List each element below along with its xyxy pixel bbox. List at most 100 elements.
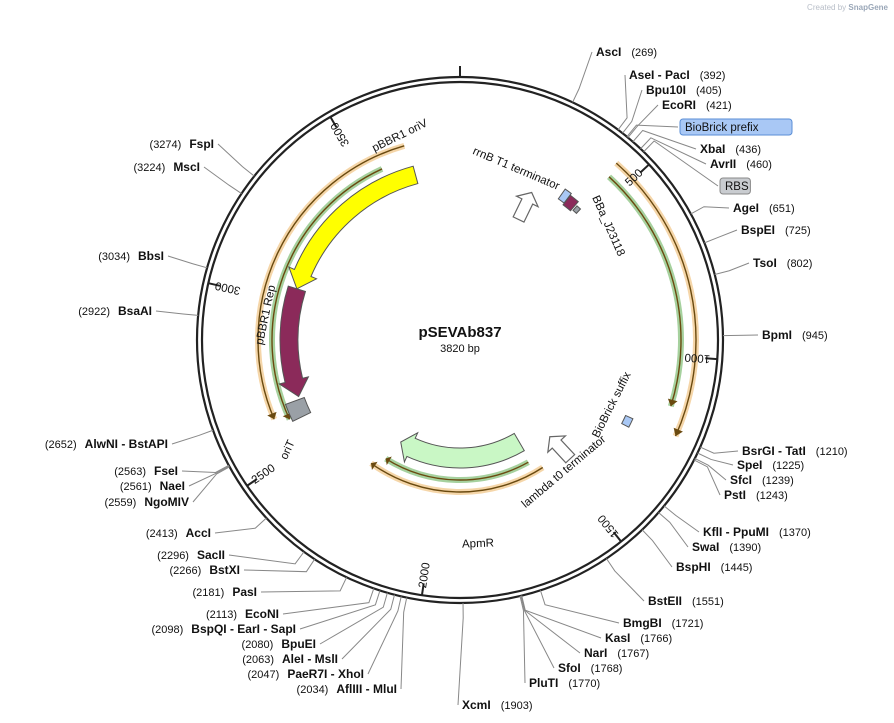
- site-bspqi-eari-sapi-leader: [299, 590, 381, 630]
- site-bpu10i-leader: [622, 89, 643, 134]
- site-acci-leader: [214, 517, 267, 534]
- feature-rbs-box: [572, 205, 582, 215]
- site-pasi-position: (2181): [193, 587, 225, 599]
- site-sfoi-name: SfoI: [558, 661, 581, 675]
- site-acci-position: (2413): [146, 528, 178, 540]
- feature-label-ampr: ApmR: [462, 537, 494, 550]
- site-swai: SwaI(1390): [658, 512, 761, 554]
- orf-track-arrowhead-3: [667, 398, 678, 407]
- site-naei-position: (2561): [120, 481, 152, 493]
- site-afliii-mlui-position: (2034): [297, 684, 329, 696]
- site-paer7i-xhoi-name: PaeR7I - XhoI: [287, 667, 364, 681]
- site-bspqi-eari-sapi-name: BspQI - EarI - SapI: [191, 622, 296, 636]
- site-bpuei-leader: [319, 592, 388, 645]
- site-biobrick-prefix-tag: [679, 118, 793, 136]
- site-avrii: AvrII(460): [640, 137, 772, 171]
- site-asei-paci: AseI - PacI(392): [617, 68, 725, 131]
- site-bsphi-leader: [641, 529, 673, 568]
- site-alwni-bstapi-name: AlwNI - BstAPI: [85, 437, 168, 451]
- site-bspqi-eari-sapi: BspQI - EarI - SapI(2098): [152, 590, 381, 636]
- orf-track-glow-3: [607, 174, 684, 408]
- site-xcmi: XcmI(1903): [457, 602, 532, 712]
- site-bsrgi-tati: BsrGI - TatI(1210): [700, 444, 848, 458]
- orf-track-1: [271, 168, 383, 420]
- site-ecori: EcoRI(421): [627, 98, 732, 138]
- site-pluti-name: PluTI: [529, 676, 558, 690]
- site-alei-msli-leader: [341, 594, 395, 660]
- site-kasi-position: (1766): [640, 633, 672, 645]
- site-rbs: RBS: [643, 140, 751, 195]
- backbone-inner: [200, 80, 720, 600]
- feature-ampr: [400, 431, 525, 469]
- site-fsei-leader: [181, 464, 230, 473]
- site-sfci-position: (1239): [762, 475, 794, 487]
- site-asei-paci-name: AseI - PacI: [629, 68, 690, 82]
- site-bbsi-name: BbsI: [138, 249, 164, 263]
- site-alei-msli-position: (2063): [242, 654, 274, 666]
- site-psti-position: (1243): [756, 490, 788, 502]
- site-bsaai: BsaAI(2922): [78, 304, 199, 318]
- site-bsteii-position: (1551): [692, 596, 724, 608]
- tick-3000: [208, 282, 221, 287]
- site-bstxi-leader: [243, 558, 316, 573]
- site-pasi-name: PasI: [232, 585, 257, 599]
- site-agei-name: AgeI: [733, 201, 759, 215]
- site-bspei-name: BspEI: [741, 223, 775, 237]
- site-kfli-ppumi-leader: [663, 505, 700, 533]
- site-sacii-leader: [228, 551, 305, 565]
- site-econi-leader: [282, 588, 375, 615]
- site-fspi-position: (3274): [150, 139, 182, 151]
- site-afliii-mlui-leader: [400, 597, 408, 690]
- site-bmgbi-leader: [539, 590, 620, 624]
- site-pluti-position: (1770): [568, 678, 600, 690]
- orf-track-4: [370, 462, 544, 493]
- tick-label-3000: 3000: [214, 279, 242, 296]
- plasmid-length: 3820 bp: [440, 343, 480, 355]
- orf-tracks: [255, 142, 699, 495]
- site-bbsi-leader: [167, 255, 208, 269]
- site-asci-name: AscI: [596, 45, 621, 59]
- restriction-sites: AscI(269)AseI - PacI(392)Bpu10I(405)EcoR…: [45, 45, 848, 712]
- site-afliii-mlui-name: AflIII - MluI: [336, 682, 397, 696]
- site-biobrick-prefix-label: BioBrick prefix: [685, 122, 759, 134]
- feature-biobrick-suffix: [621, 414, 634, 428]
- site-ngomiv: NgoMIV(2559): [105, 466, 230, 509]
- site-ngomiv-position: (2559): [105, 497, 137, 509]
- feature-pbbr1-rep: [278, 285, 310, 398]
- tick-label-1500: 1500: [596, 512, 621, 539]
- site-bstxi-name: BstXI: [209, 563, 240, 577]
- site-xbai-leader: [632, 129, 697, 150]
- site-bsphi-position: (1445): [721, 562, 753, 574]
- orf-track-3: [608, 176, 682, 407]
- feature-orit: [284, 396, 312, 422]
- site-psti-leader: [693, 459, 721, 496]
- site-bsteii: BstEII(1551): [606, 558, 724, 608]
- site-bpmi: BpmI(945): [722, 328, 828, 342]
- tick-2000: [420, 583, 425, 596]
- feature-bba-j23118: [562, 194, 579, 212]
- site-sfci: SfcI(1239): [694, 457, 794, 487]
- feature-label-rrnb-t1: rrnB T1 terminator: [471, 145, 562, 192]
- site-bsphi-name: BspHI: [676, 560, 711, 574]
- site-rbs-tag: [719, 177, 751, 195]
- tick-1500: [612, 531, 622, 543]
- site-naei-leader: [188, 465, 230, 487]
- site-kfli-ppumi: KflI - PpuMI(1370): [663, 505, 811, 539]
- terminator-lambda-t0: [547, 435, 576, 464]
- site-bpuei-name: BpuEI: [281, 637, 316, 651]
- feature-label-biobrick-suffix: BioBrick suffix: [590, 370, 633, 440]
- site-pasi-leader: [260, 577, 348, 593]
- site-alwni-bstapi-position: (2652): [45, 439, 77, 451]
- orf-track-0: [257, 145, 405, 420]
- site-spei-leader: [697, 452, 734, 466]
- tick-3500: [329, 116, 338, 128]
- site-xbai-name: XbaI: [700, 142, 725, 156]
- site-msci-name: MscI: [173, 160, 200, 174]
- site-bpuei-position: (2080): [242, 639, 274, 651]
- site-ecori-leader: [627, 104, 659, 138]
- backbone-circle: [195, 66, 725, 605]
- site-paer7i-xhoi-leader: [367, 596, 402, 675]
- site-bsrgi-tati-leader: [700, 446, 739, 454]
